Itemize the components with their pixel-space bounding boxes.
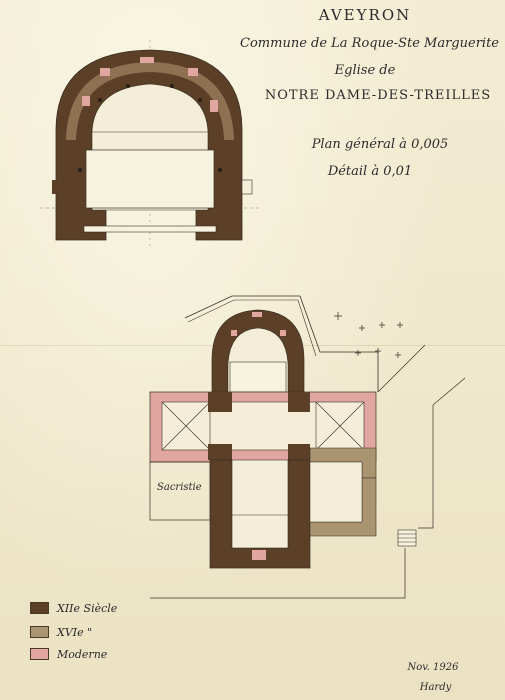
transept-interior [161,401,365,451]
modern-infill-2 [140,57,154,63]
detail-apse-plan [40,40,262,250]
commune-title: Commune de La Roque-Ste Marguerite [240,36,499,51]
church-prefix: Eglise de [334,63,396,78]
modern-infill-3 [188,68,198,76]
church-name: NOTRE DAME-DES-TREILLES [264,88,492,103]
legend-swatch-modern [30,648,49,660]
detail-scale: Détail à 0,01 [327,164,413,179]
general-plan [149,295,466,599]
legend-label-xii: XIIe Siècle [57,601,118,615]
choir-bay [85,149,215,209]
general-plan-scale: Plan général à 0,005 [311,137,449,152]
legend-item-xii: XIIe Siècle [30,601,117,615]
west-door-modern [252,550,266,560]
legend-label-xvi: XVIe " [57,625,93,639]
entrance-steps [397,529,417,547]
modern-infill-5 [82,96,90,106]
legend-swatch-xvi [30,626,49,638]
author-signature: Hardy [419,682,452,693]
modern-infill-1 [100,68,110,76]
modern-infill-4 [210,100,218,112]
drawing-date: Nov. 1926 [407,662,459,673]
legend-swatch-xii [30,602,49,614]
site-boundary-south [150,548,406,599]
site-boundary-north [184,295,379,392]
legend-item-xvi: XVIe " [30,625,92,639]
nave-interior [231,459,289,549]
sacristy-outline [149,461,211,521]
legend-label-modern: Moderne [57,647,108,661]
department-title: AVEYRON [318,6,412,24]
site-boundary-east [418,405,434,529]
sacristy-label: Sacristie [157,482,202,493]
legend-item-modern: Moderne [30,647,107,661]
cemetery-crosses [334,312,403,358]
